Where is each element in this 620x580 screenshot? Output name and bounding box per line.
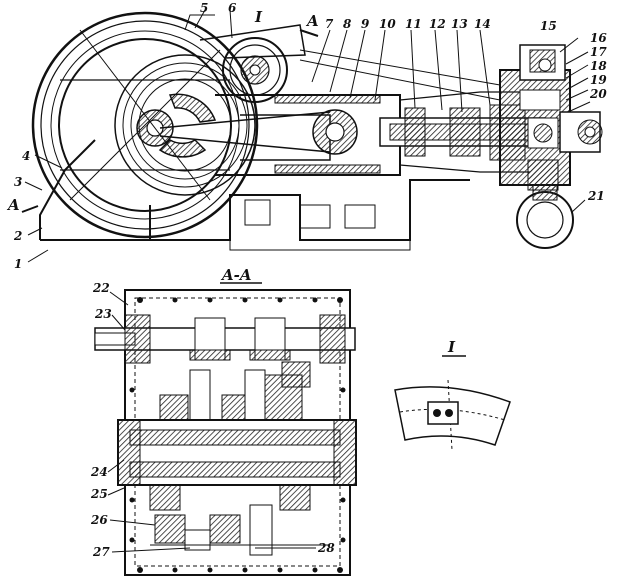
fluid-end: [499, 44, 603, 191]
part-number: 6: [228, 1, 237, 15]
part-number: 23: [94, 307, 112, 321]
section-marker-top: A: [305, 12, 319, 30]
side-view: A A I 1 2 3: [6, 1, 607, 271]
section-title: A-A: [220, 266, 252, 284]
flywheel: [31, 11, 259, 239]
part-number: 18: [590, 59, 607, 73]
part-number: 10: [379, 17, 396, 31]
part-number: 13: [451, 17, 468, 31]
part-number: 17: [590, 45, 607, 59]
part-number: 14: [474, 17, 491, 31]
part-number: 21: [587, 189, 605, 203]
detail-key: [427, 401, 459, 425]
part-number: 25: [90, 487, 108, 501]
section-leader-lines: [107, 291, 316, 553]
suction-pipe: [516, 184, 574, 249]
section-marker-side: A: [6, 196, 20, 214]
drive-pulley: [184, 14, 306, 103]
part-number: 15: [540, 19, 557, 33]
detail-marker: I: [254, 8, 263, 26]
part-number: 24: [90, 465, 108, 479]
detail-i-view: I: [394, 338, 511, 451]
part-number: 5: [200, 1, 208, 15]
part-number: 8: [343, 17, 352, 31]
part-number: 27: [92, 545, 110, 559]
section-cut-lines: [21, 29, 319, 213]
base-skid: [229, 240, 411, 251]
part-number: 16: [590, 31, 607, 45]
part-number: 11: [405, 17, 422, 31]
part-number: 1: [14, 257, 22, 271]
part-number: 3: [14, 175, 22, 189]
section-a-a-view: A-A: [90, 266, 357, 576]
detail-title: I: [447, 338, 456, 356]
crankcase: [159, 49, 501, 176]
part-number: 20: [589, 87, 607, 101]
part-number: 4: [22, 149, 30, 163]
detail-segment: [394, 386, 511, 446]
base-windows: [244, 199, 376, 229]
part-number: 19: [590, 73, 607, 87]
part-number: 28: [317, 541, 335, 555]
part-number: 12: [429, 17, 446, 31]
part-number: 22: [92, 281, 110, 295]
part-number: 9: [361, 17, 370, 31]
part-number: 7: [325, 17, 334, 31]
part-number: 26: [90, 513, 108, 527]
part-number: 2: [13, 229, 22, 243]
leader-lines: [24, 9, 591, 263]
